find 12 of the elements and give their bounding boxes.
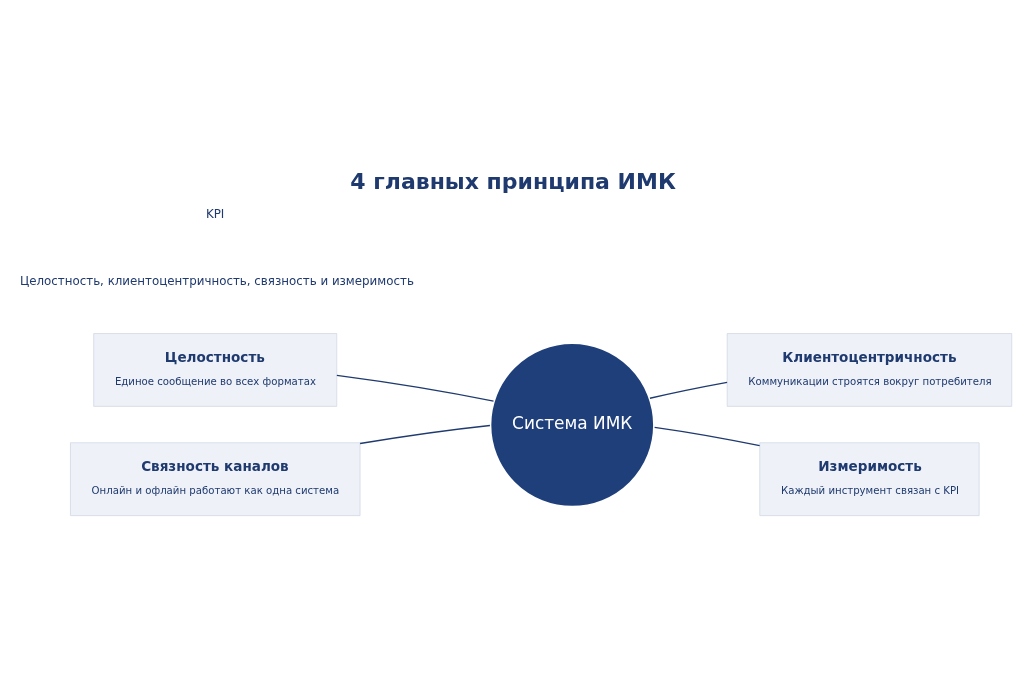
node-box: Клиентоцентричность Коммуникации строятся вокруг потребителя xyxy=(726,332,1012,407)
diagram-title: 4 главных принципа ИМК xyxy=(349,168,676,194)
node-circle: Система ИМК xyxy=(488,341,656,508)
connector xyxy=(335,374,494,402)
connector xyxy=(358,424,491,444)
label: Целостность, клиентоцентричность, связность и измеримость xyxy=(19,273,414,288)
node-box: Связность каналов Онлайн и офлайн работают как одна система xyxy=(69,441,360,516)
connector xyxy=(648,381,728,399)
node-box: Целостность Единое сообщение во всех форматах xyxy=(92,332,337,407)
connector xyxy=(653,426,760,446)
label: KPI xyxy=(205,206,224,221)
node-box: Измеримость Каждый инструмент связан с KPI xyxy=(758,441,980,516)
